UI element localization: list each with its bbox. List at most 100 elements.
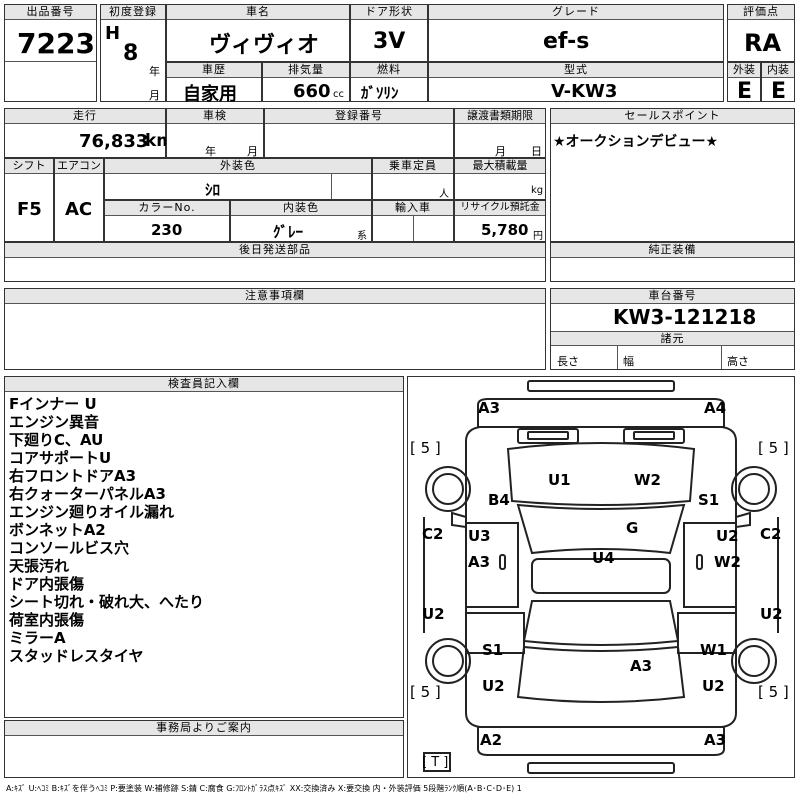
chassis-box: 車台番号 KW3-121218 諸元 長さ 幅 高さ [550, 288, 795, 370]
model-label: 型式 [429, 63, 723, 78]
lot-number-box: 出品番号 7223 [4, 4, 97, 102]
dmg-door-right-1: U2 [716, 527, 739, 545]
ext-color-value: ｼﾛ [205, 181, 221, 199]
capacity-box: 乗車定員 人 [372, 158, 454, 200]
reg-year: 8 [123, 41, 139, 66]
mileage-box: 走行 76,833 km [4, 108, 174, 158]
fuel-box: 燃料 ｶﾞｿﾘﾝ [350, 62, 428, 102]
ext-grade-box: 外装 E [727, 62, 761, 104]
notes-label: 注意事項欄 [5, 289, 545, 304]
spec-width: 幅 [623, 355, 634, 368]
aircon-value: AC [65, 199, 93, 220]
capacity-label: 乗車定員 [373, 159, 453, 174]
list-item: Fインナー U [9, 395, 97, 413]
door-label: ドア形状 [351, 5, 427, 20]
first-registration-label: 初度登録 [101, 5, 165, 20]
dmg-fender-right: S1 [698, 491, 720, 509]
displacement-unit: cc [333, 89, 344, 100]
car-diagram: A3 A4 [ 5 ] [ 5 ] U1 W2 B4 S1 C2 C2 U3 G… [407, 376, 795, 778]
list-item: 荷室内張傷 [9, 611, 85, 629]
list-item: コンソールビス穴 [9, 539, 130, 557]
car-outline [423, 380, 779, 774]
sales-point-box: セールスポイント ★オークションデビュー★ [550, 108, 795, 242]
sales-point-value: ★オークションデビュー★ [553, 134, 719, 150]
ext-color-box: 外装色 ｼﾛ [104, 158, 372, 200]
max-load-label: 最大積載量 [455, 159, 545, 174]
car-name: ヴィヴィオ [209, 33, 320, 58]
import-label: 輸入車 [373, 201, 453, 216]
equipment-label: 純正装備 [551, 243, 794, 258]
list-item: スタッドレスタイヤ [9, 647, 144, 665]
shift-box: シフト F5 [4, 158, 54, 242]
ext-grade-value: E [737, 79, 753, 104]
dmg-door-left-1: U3 [468, 527, 491, 545]
mileage-value: 76,833 [79, 131, 149, 152]
color-no-label: カラーNo. [105, 201, 229, 216]
tire-front-left: [ 5 ] [410, 439, 441, 457]
list-item: ボンネットA2 [9, 521, 106, 539]
dmg-rear-lower-right: U2 [702, 677, 725, 695]
legend: A:ｷｽﾞ U:ﾍｺﾐ B:ｷｽﾞを伴うﾍｺﾐ P:要塗装 W:補修跡 S:錆 … [6, 784, 522, 793]
transfer-box: 譲渡書類期限 月 日 [454, 108, 546, 158]
inspector-label: 検査員記入欄 [5, 377, 403, 392]
office-box: 事務局よりご案内 [4, 720, 404, 778]
spare-tire-label: [ T ] [422, 755, 449, 770]
dmg-door-right-2: W2 [714, 553, 741, 571]
fuel-value: ｶﾞｿﾘﾝ [361, 84, 399, 102]
door-box: ドア形状 3V [350, 4, 428, 62]
tire-rear-left: [ 5 ] [410, 683, 441, 701]
score-label: 評価点 [728, 5, 794, 20]
dmg-rear-fender-left: S1 [482, 641, 504, 659]
recycle-box: リサイクル預託金 5,780 円 [454, 200, 546, 242]
list-item: エンジン廻りオイル漏れ [9, 503, 175, 521]
grade-box: グレード ef-s [428, 4, 724, 62]
int-color-value: ｸﾞﾚｰ [273, 223, 304, 241]
displacement-label: 排気量 [263, 63, 349, 78]
chassis-value: KW3-121218 [613, 305, 757, 329]
color-no-value: 230 [151, 221, 183, 239]
dmg-trunk: A3 [630, 657, 653, 675]
import-box: 輸入車 [372, 200, 454, 242]
later-parts-label: 後日発送部品 [5, 243, 545, 258]
dmg-rear-lower-left: U2 [482, 677, 505, 695]
list-item: シート切れ・破れ大、へたり [9, 593, 205, 611]
spec-height: 高さ [727, 355, 749, 368]
lot-number: 7223 [17, 27, 95, 60]
color-no-box: カラーNo. 230 [104, 200, 230, 242]
displacement-box: 排気量 660 cc [262, 62, 350, 102]
era: H [105, 23, 121, 44]
history-box: 車歴 自家用 [166, 62, 262, 105]
dmg-side-left: C2 [422, 525, 444, 543]
list-item: 右クォーターパネルA3 [9, 485, 166, 503]
model-box: 型式 V-KW3 [428, 62, 724, 102]
specs-label: 諸元 [551, 331, 794, 346]
registration-box: 登録番号 [264, 108, 454, 158]
dmg-hood-right: W2 [634, 471, 661, 489]
int-color-suffix: 系 [357, 231, 367, 242]
car-name-label: 車名 [167, 5, 349, 20]
list-item: 天張汚れ [9, 557, 70, 575]
int-grade-box: 内装 E [761, 62, 795, 104]
inspection-box: 車検 年 月 [166, 108, 264, 158]
model-value: V-KW3 [551, 81, 618, 102]
max-load-unit: kg [531, 185, 544, 196]
tire-rear-right: [ 5 ] [758, 683, 789, 701]
capacity-unit: 人 [439, 189, 449, 200]
int-color-box: 内装色 ｸﾞﾚｰ 系 [230, 200, 372, 242]
int-grade-label: 内装 [762, 63, 794, 78]
history-label: 車歴 [167, 63, 261, 78]
fuel-label: 燃料 [351, 63, 427, 78]
dmg-side-right: C2 [760, 525, 782, 543]
recycle-label: リサイクル預託金 [455, 201, 545, 216]
recycle-value: 5,780 [481, 221, 529, 239]
transfer-day-unit: 日 [531, 145, 542, 158]
inspection-year-unit: 年 [205, 145, 216, 158]
displacement-value: 660 [293, 81, 331, 102]
inspection-label: 車検 [167, 109, 263, 124]
list-item: 下廻りC、AU [9, 431, 104, 449]
later-parts-box: 後日発送部品 [4, 242, 546, 282]
score-value: RA [744, 29, 782, 57]
transfer-label: 譲渡書類期限 [455, 109, 545, 124]
door-value: 3V [373, 29, 406, 54]
car-name-box: 車名 ヴィヴィオ [166, 4, 350, 62]
